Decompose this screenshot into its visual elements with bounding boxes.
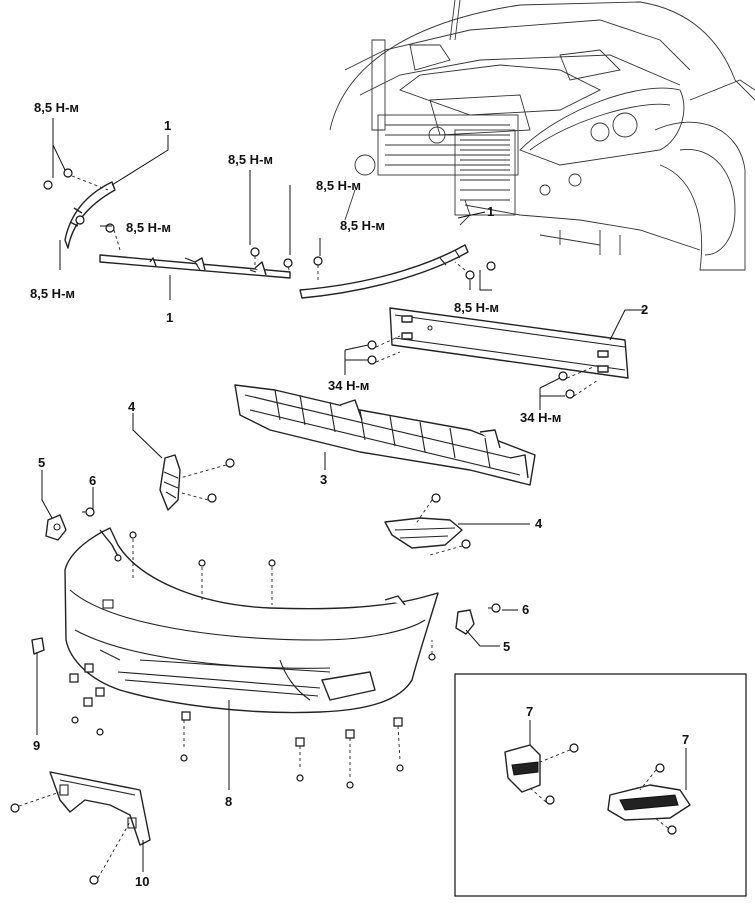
vehicle-front-outline bbox=[329, 0, 755, 271]
callout-2: 2 bbox=[641, 302, 648, 317]
torque-label-reinforcement-right: 34 Н-м bbox=[520, 410, 561, 425]
part-2-bumper-reinforcement bbox=[389, 307, 629, 379]
callout-6-left: 6 bbox=[89, 473, 96, 488]
callout-7-left: 7 bbox=[526, 704, 533, 719]
part-4-bracket-left bbox=[159, 454, 181, 511]
part-3-energy-absorber bbox=[234, 384, 536, 486]
torque-label-right-mid: 8,5 Н-м bbox=[340, 218, 385, 233]
callout-3: 3 bbox=[320, 472, 327, 487]
part-5-retainer-left bbox=[45, 514, 67, 541]
detail-inset-box bbox=[454, 673, 747, 897]
torque-label-left-bottom: 8,5 Н-м bbox=[30, 286, 75, 301]
callout-8: 8 bbox=[225, 794, 232, 809]
callout-4-right: 4 bbox=[535, 516, 543, 531]
part-9-plug bbox=[31, 637, 45, 655]
torque-labels: 8,5 Н-м 8,5 Н-м 8,5 Н-м 8,5 Н-м 8,5 Н-м … bbox=[30, 100, 561, 425]
callout-1-center-strip: 1 bbox=[166, 310, 173, 325]
part-8-bumper-cover bbox=[64, 527, 439, 714]
leader-lines bbox=[36, 118, 687, 872]
torque-label-left-mid: 8,5 Н-м bbox=[126, 220, 171, 235]
part-7-retainer-right bbox=[607, 784, 691, 821]
callout-5-left: 5 bbox=[38, 455, 45, 470]
callout-1-left-strip: 1 bbox=[164, 118, 171, 133]
part-1-moulding-right bbox=[299, 244, 469, 299]
torque-label-reinforcement-left: 34 Н-м bbox=[328, 378, 369, 393]
alignment-lines bbox=[18, 175, 669, 879]
part-7-retainer-left bbox=[504, 744, 541, 793]
callout-5-right: 5 bbox=[503, 639, 510, 654]
callout-6-right: 6 bbox=[522, 602, 529, 617]
part-5-retainer-right bbox=[455, 609, 475, 635]
callout-4-left: 4 bbox=[128, 399, 136, 414]
callout-numbers: 1 1 1 2 3 4 4 5 5 6 6 7 7 8 9 10 bbox=[33, 118, 689, 889]
part-4-bracket-right bbox=[384, 517, 463, 549]
part-6-screw-left bbox=[82, 507, 95, 517]
callout-10: 10 bbox=[135, 874, 149, 889]
callout-7-right: 7 bbox=[682, 732, 689, 747]
part-10-license-bracket bbox=[49, 771, 151, 846]
callout-9: 9 bbox=[33, 738, 40, 753]
torque-label-center-top: 8,5 Н-м bbox=[228, 152, 273, 167]
fasteners bbox=[10, 168, 677, 885]
torque-label-left-top: 8,5 Н-м bbox=[34, 100, 79, 115]
part-1-moulding-center bbox=[99, 254, 291, 279]
callout-1-right-strip: 1 bbox=[487, 204, 494, 219]
torque-label-right-bottom: 8,5 Н-м bbox=[454, 300, 499, 315]
part-1-moulding-left bbox=[64, 181, 116, 249]
torque-label-center-right: 8,5 Н-м bbox=[316, 178, 361, 193]
part-6-screw-right bbox=[488, 603, 501, 613]
